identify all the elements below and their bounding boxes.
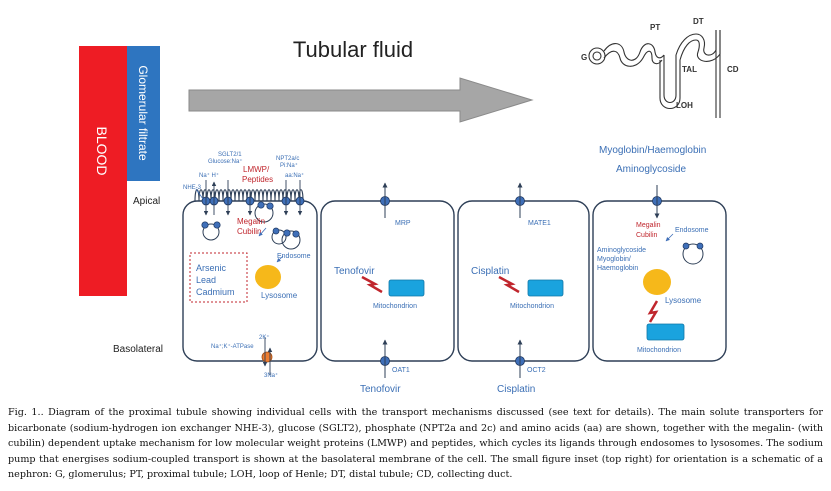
cell4-endosome-receptor-1 [682,242,690,250]
glucose-label: Glucose:Na⁺ [208,158,243,165]
nephron-dt: DT [693,17,704,26]
endosome-arrow [258,227,267,237]
filtrate-bar [127,46,160,181]
lysosome-label: Lysosome [261,291,298,300]
mitochondrion-2 [388,279,425,297]
figure-caption: Fig. 1.. Diagram of the proximal tubule … [8,405,823,483]
atpase-label: Na⁺;K⁺-ATPase [211,343,254,350]
mitochondrion-3-label: Mitochondrion [510,303,554,310]
mitochondrion-3 [527,279,564,297]
sodium-pump [261,351,273,363]
nephron-inset [588,30,721,118]
na-h-label: Na⁺ H⁺ [199,172,219,179]
apical-label: Apical [133,196,160,207]
sglt-label: SGLT2/1 [218,152,242,158]
lysosome [255,265,281,289]
peptides-label: Peptides [242,175,273,184]
cell4-cubilin-label: Cubilin [636,232,658,239]
pi-label: Pi:Na⁺ [280,162,298,169]
cell4-top-myoglobin: Myoglobin/Haemoglobin [599,145,706,156]
cell-2 [320,200,455,362]
megalin-receptors [201,201,300,238]
k-label: 2K⁺ [259,334,270,341]
cell4-damage-bolt [647,300,659,323]
oct2-label: OCT2 [527,367,546,374]
nephron-tal: TAL [682,65,697,74]
cell4-megalin-label: Megalin [636,222,661,229]
cell4-endosome-label: Endosome [675,227,709,234]
na-label: 3Na⁺ [264,372,278,379]
lead-label: Lead [196,275,216,285]
cisplatin-inside: Cisplatin [471,266,509,277]
cell4-myoglobin-label: Myoglobin/ [597,256,631,263]
aa-label: aa:Na⁺ [285,172,304,179]
cell4-mitochondrion-label: Mitochondrion [637,347,681,354]
nephron-cd: CD [727,65,739,74]
oat1-label: OAT1 [392,367,410,374]
tenofovir-below: Tenofovir [360,384,401,395]
caption-text: Diagram of the proximal tubule showing i… [8,407,824,481]
endosome-pointer [276,255,284,263]
cell4-mitochondrion [646,323,685,341]
cell4-endosome [682,243,704,265]
cell-3 [457,200,590,362]
caption-label: Fig. 1.. [8,407,44,418]
lmwp-label: LMWP/ [243,165,270,174]
endosome-label: Endosome [277,253,311,260]
mitochondrion-2-label: Mitochondrion [373,303,417,310]
mate1-label: MATE1 [528,220,551,227]
tubular-fluid-arrow [188,77,534,123]
cubilin-label: Cubilin [237,227,261,236]
cell4-aminoglycoside-label: Aminoglycoside [597,247,646,254]
mrp-label: MRP [395,220,411,227]
npt-label: NPT2a/c [276,156,299,162]
cell4-haemoglobin-label: Haemoglobin [597,265,638,272]
cell4-endosome-arrow [665,233,674,242]
tenofovir-inside: Tenofovir [334,266,375,277]
nhe-label: NHE-3 [183,185,202,191]
blood-bar [79,46,127,296]
cell4-top-aminoglycoside: Aminoglycoside [616,164,686,175]
cell4-lysosome [643,269,671,295]
cisplatin-below: Cisplatin [497,384,535,395]
nephron-loh: LOH [676,101,693,110]
toxic-metals-box [189,252,248,303]
filtrate-label: Glomerular filtrate [136,65,150,161]
nephron-g: G [581,53,587,62]
blood-label: BLOOD [94,126,110,175]
brush-border [194,189,304,202]
apical-transporters [195,180,305,216]
basolateral-label: Basolateral [113,344,163,355]
title: Tubular fluid [293,37,413,62]
arsenic-label: Arsenic [196,263,227,273]
cadmium-label: Cadmium [196,287,235,297]
nephron-pt: PT [650,23,660,32]
cisplatin-damage-bolt [498,275,520,294]
cell4-lysosome-label: Lysosome [665,296,702,305]
tenofovir-damage-bolt [361,275,383,294]
megalin-label: Megalin [237,217,265,226]
cell4-endosome-receptor-2 [696,242,704,250]
